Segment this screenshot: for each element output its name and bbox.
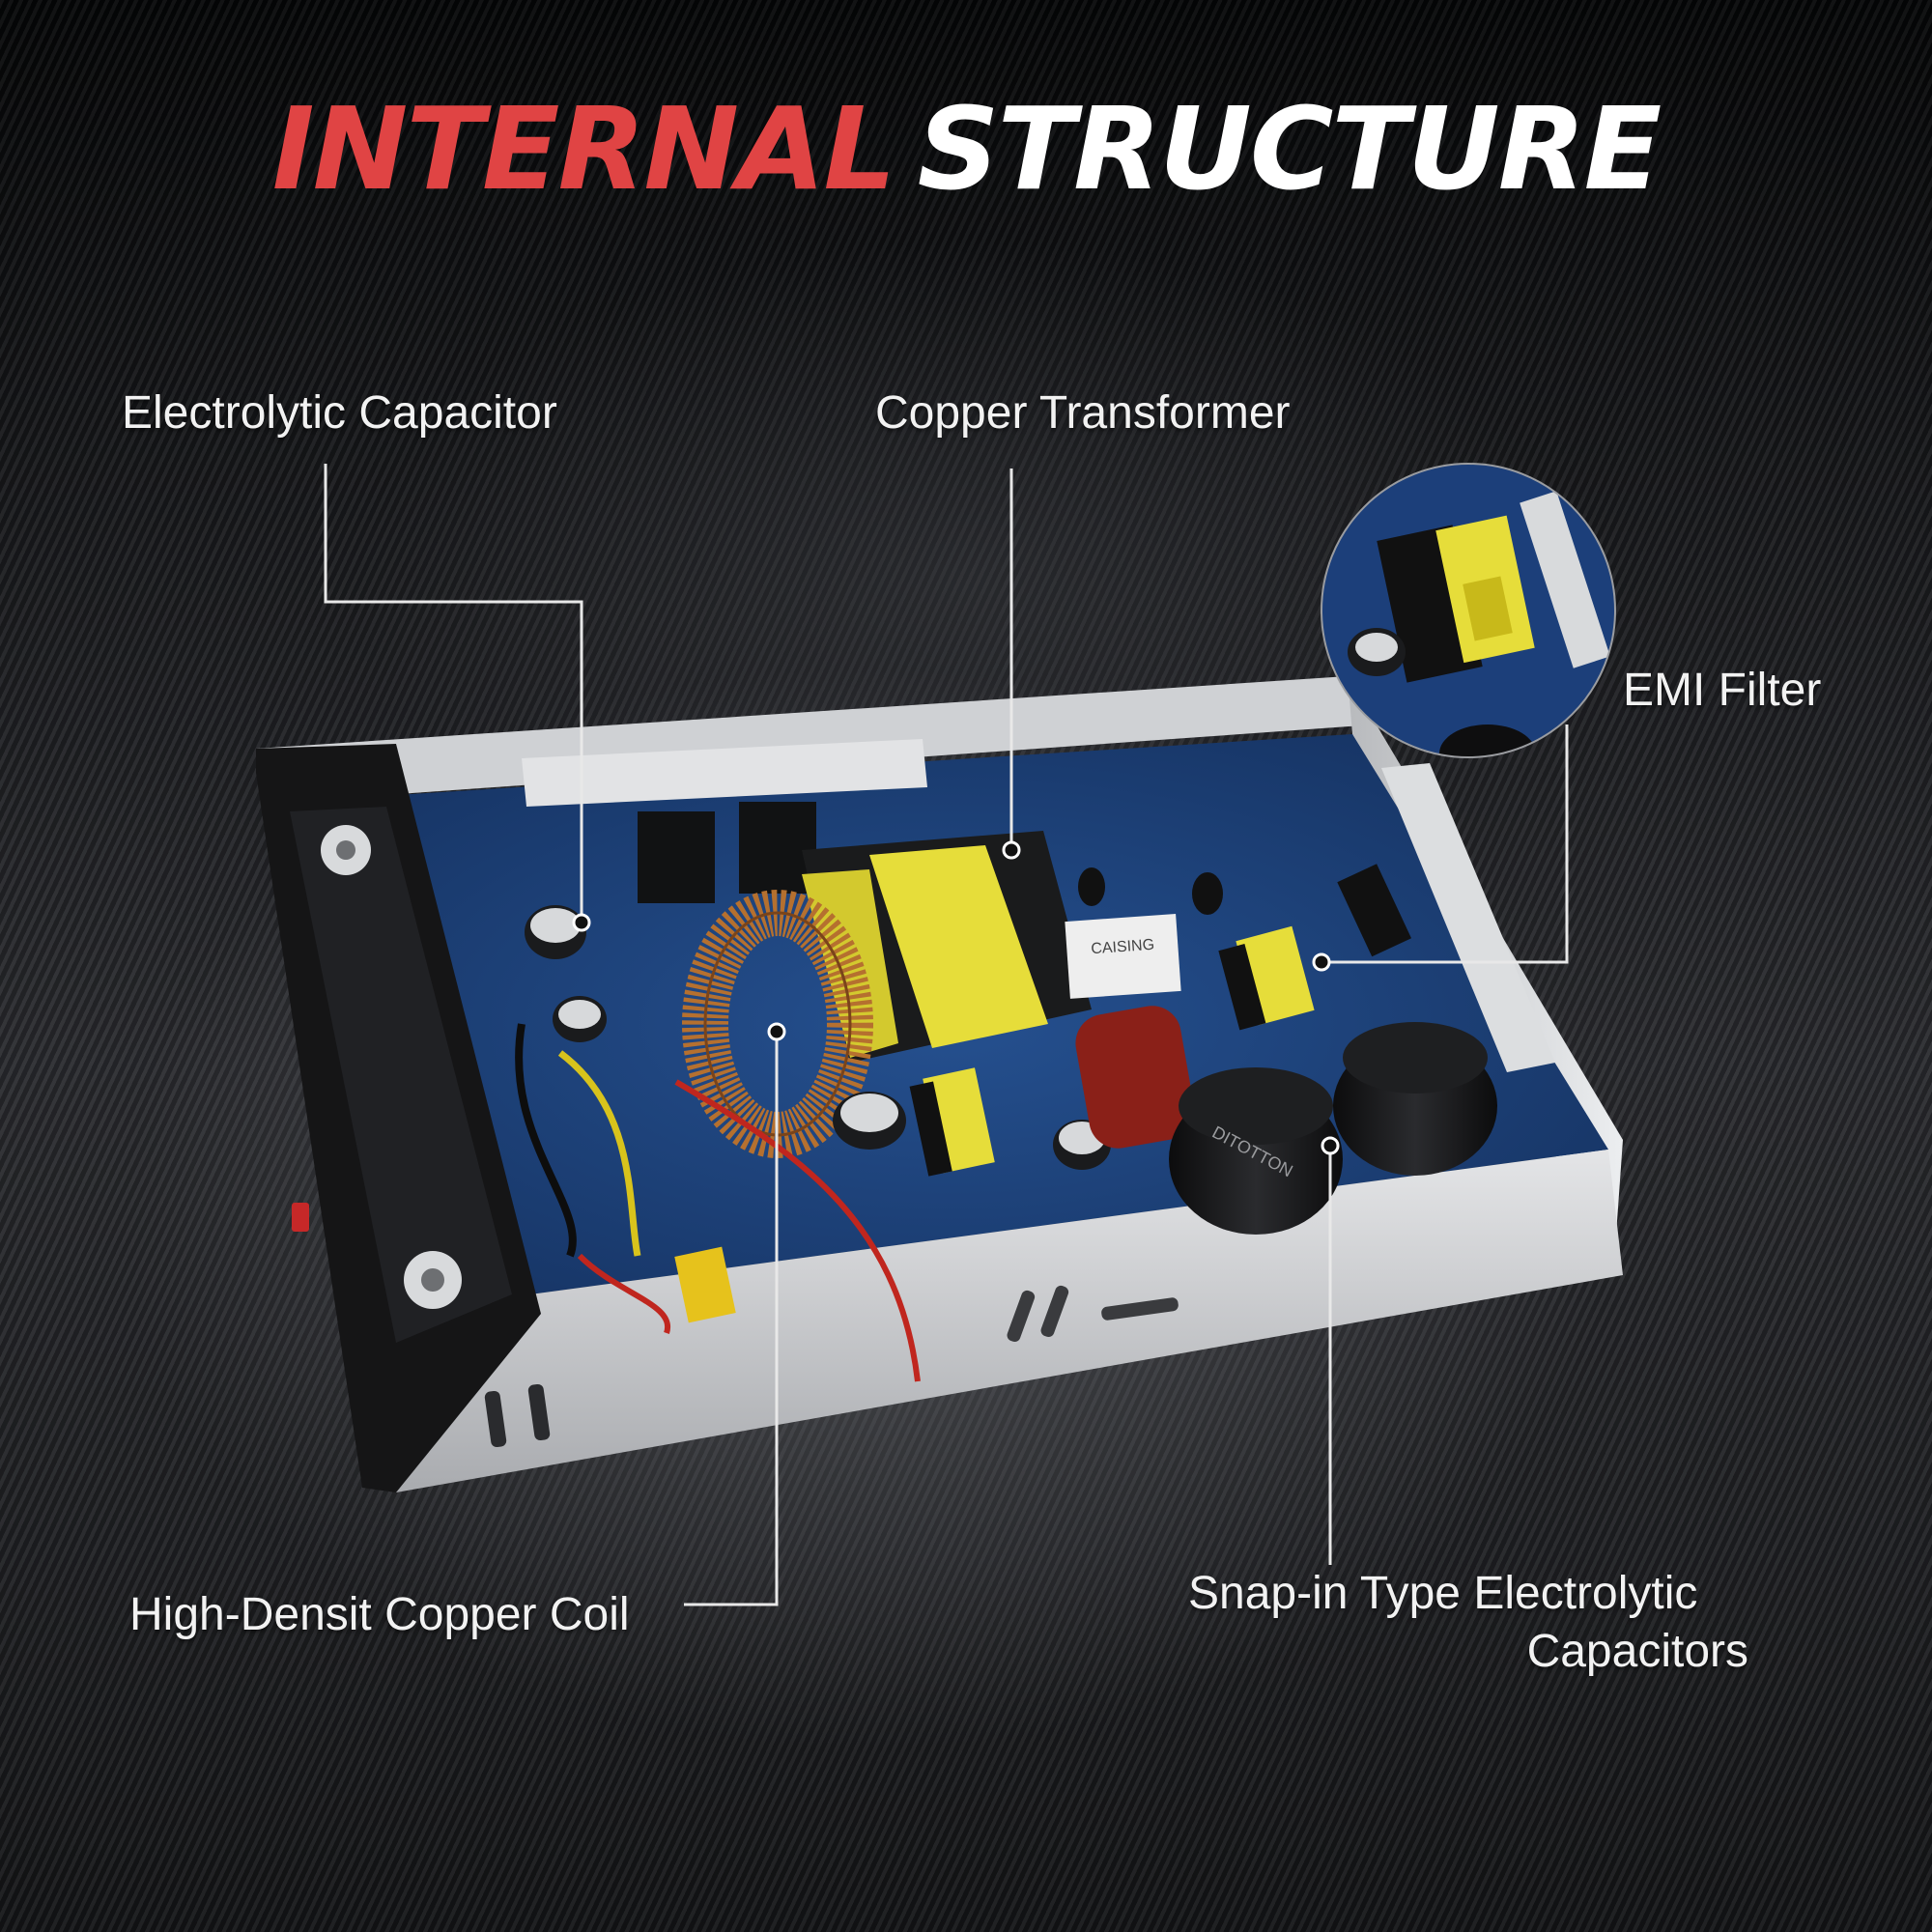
leader-electrolytic-capacitor (324, 464, 583, 923)
anchor-dot-snap-in-capacitors (1321, 1136, 1340, 1155)
label-snap-in-line1: Snap-in Type Electrolytic (1188, 1568, 1698, 1619)
emi-filter-zoom-inset (1321, 464, 1615, 757)
label-copper-transformer: Copper Transformer (875, 387, 1291, 439)
anchor-dot-copper-transformer (1002, 840, 1021, 860)
red-wire (674, 1079, 921, 1382)
zoom-inset-ring (1321, 463, 1616, 758)
front-vent (484, 1390, 507, 1448)
heatsink-bar (522, 739, 927, 807)
label-snap-in-capacitors: Snap-in Type Electrolytic Capacitors (1188, 1565, 1748, 1681)
transformer-yellow-tape-side (802, 869, 898, 1058)
mosfet (1337, 864, 1412, 957)
fan-inner-panel (290, 807, 512, 1343)
front-vent (1007, 1290, 1036, 1343)
black-wire (515, 1023, 577, 1258)
label-electrolytic-capacitor: Electrolytic Capacitor (122, 387, 557, 439)
right-heatsink (1381, 763, 1555, 1072)
transformer-yellow-tape (869, 845, 1048, 1048)
anchor-dot-copper-coil (767, 1022, 786, 1041)
leader-emi-filter (1321, 724, 1569, 964)
leader-copper-coil (684, 1032, 779, 1606)
small-capacitor (1192, 872, 1223, 915)
label-snap-in-line2: Capacitors (1526, 1626, 1748, 1677)
front-vent (527, 1383, 551, 1441)
film-capacitor (1075, 1006, 1195, 1149)
mosfet (638, 811, 715, 903)
label-high-density-copper-coil: High-Densit Copper Coil (129, 1589, 630, 1640)
housing-front-wall (386, 1150, 1623, 1492)
anchor-dot-electrolytic-capacitor (572, 913, 591, 932)
anchor-dot-emi-filter (1312, 952, 1331, 972)
title-word-internal: INTERNAL (271, 82, 896, 215)
front-vent (1101, 1297, 1179, 1321)
front-vent (1040, 1285, 1069, 1338)
yellow-component (674, 1246, 736, 1323)
small-capacitor (1078, 867, 1105, 906)
label-emi-filter: EMI Filter (1623, 665, 1822, 716)
transformer-label-block (1065, 914, 1181, 999)
title-word-structure: STRUCTURE (917, 82, 1662, 215)
power-switch (292, 1203, 309, 1232)
transformer-tag-text: CAISING (1091, 937, 1155, 958)
yellow-wire (557, 1050, 641, 1257)
red-wire (577, 1253, 671, 1334)
